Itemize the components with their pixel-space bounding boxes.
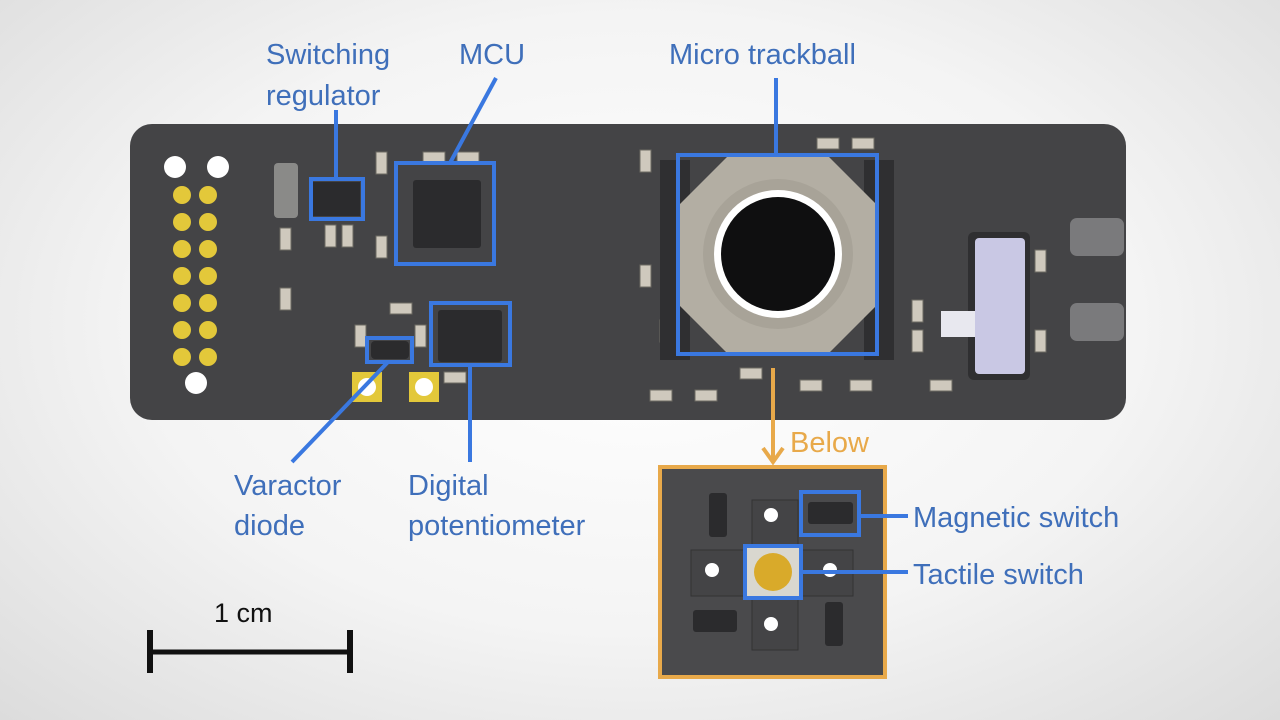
label-tactile-switch: Tactile switch	[913, 559, 1084, 591]
header-pin	[199, 267, 217, 285]
passive-component	[1034, 329, 1047, 353]
label-micro-trackball: Micro trackball	[669, 39, 856, 71]
label-switching-regulator-2: regulator	[266, 80, 381, 112]
passive-component	[849, 379, 873, 392]
header-pin	[199, 321, 217, 339]
varactor-diode-highlight	[365, 336, 414, 364]
header-pin	[173, 321, 191, 339]
passive-component	[279, 287, 292, 311]
scale-label: 1 cm	[214, 598, 273, 628]
header-pin	[173, 267, 191, 285]
passive-component	[911, 299, 924, 323]
passive-component	[649, 389, 673, 402]
regulator-chip	[313, 182, 360, 216]
mcu-highlight	[394, 161, 496, 266]
label-varactor-diode-2: diode	[234, 510, 305, 542]
scale-bar: 1 cm	[147, 598, 353, 673]
mcu-chip	[413, 180, 481, 248]
label-varactor-diode-1: Varactor	[234, 470, 342, 502]
label-digital-potentiometer-2: potentiometer	[408, 510, 586, 542]
passive-component	[929, 379, 953, 392]
header-pin	[199, 240, 217, 258]
magnetic-switch-highlight	[799, 490, 861, 537]
label-mcu: MCU	[459, 39, 525, 71]
passive-component	[911, 329, 924, 353]
header-pin	[173, 186, 191, 204]
varactor-chip	[371, 341, 409, 359]
pin-header	[164, 156, 229, 394]
passive-component	[375, 151, 388, 175]
passive-component	[816, 137, 840, 150]
passive-component	[324, 224, 337, 248]
passive-component	[739, 367, 763, 380]
passive-component	[414, 324, 427, 348]
header-pin	[199, 186, 217, 204]
passive-component	[694, 389, 718, 402]
passive-component	[341, 224, 354, 248]
header-pin	[199, 213, 217, 231]
label-magnetic-switch: Magnetic switch	[913, 502, 1119, 534]
header-pin	[173, 240, 191, 258]
header-pin	[199, 348, 217, 366]
pcb-board	[130, 124, 1126, 420]
passive-component	[354, 324, 367, 348]
trackball	[660, 154, 894, 360]
passive-component	[389, 302, 413, 315]
header-pin	[199, 294, 217, 312]
label-below: Below	[790, 427, 870, 459]
label-digital-potentiometer-1: Digital	[408, 470, 489, 502]
slide-switch	[941, 218, 1124, 380]
passive-component	[639, 149, 652, 173]
potentiometer-chip	[438, 310, 502, 362]
passive-component	[1034, 249, 1047, 273]
passive-component	[279, 227, 292, 251]
passive-component	[799, 379, 823, 392]
passive-component	[851, 137, 875, 150]
passive-component	[443, 371, 467, 384]
header-pin	[173, 348, 191, 366]
header-pin	[173, 294, 191, 312]
passive-component	[639, 264, 652, 288]
passive-component	[375, 235, 388, 259]
inductor	[274, 163, 298, 218]
label-switching-regulator-1: Switching	[266, 39, 390, 71]
header-pin	[173, 213, 191, 231]
